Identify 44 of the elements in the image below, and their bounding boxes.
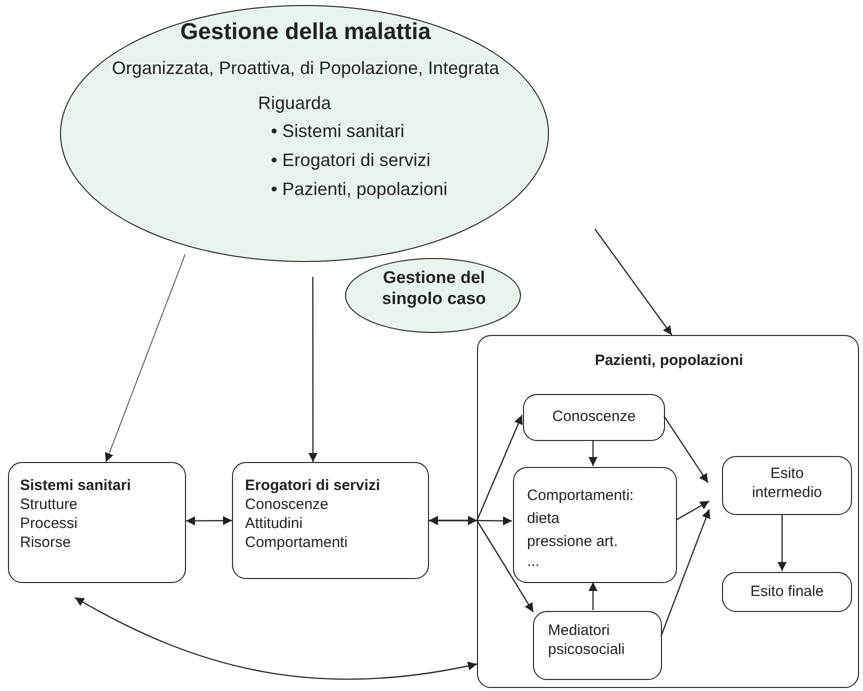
- label-text: Esito finale: [749, 583, 825, 600]
- rounded-box: [722, 572, 852, 612]
- rounded-box: [722, 456, 852, 515]
- label-text: • Erogatori di servizi: [271, 150, 432, 171]
- arrow: [594, 228, 672, 336]
- heading: Erogatori di servizi: [245, 477, 382, 494]
- arrow: [186, 516, 232, 526]
- label-text: Organizzata, Proattiva, di Popolazione, Integrata: [110, 58, 500, 79]
- arrow: [664, 416, 708, 484]
- label-text: Conoscenze: [245, 496, 330, 513]
- label-text: Attitudini: [245, 515, 304, 532]
- label-text: Strutture: [20, 496, 79, 513]
- arrow: [778, 514, 787, 571]
- arrow: [588, 440, 598, 466]
- arrow: [74, 597, 478, 680]
- label-text: Conoscenze: [551, 408, 637, 425]
- arrow: [308, 276, 318, 462]
- label-text: Comportamenti: [245, 534, 349, 551]
- arrow: [660, 509, 710, 636]
- heading: Gestione della malattia: [179, 18, 432, 45]
- label-text: Riguarda: [258, 93, 332, 114]
- label-text: pressione art.: [527, 533, 619, 550]
- label-text: Comportamenti:: [527, 487, 635, 504]
- rounded-box: [513, 467, 677, 583]
- rounded-box: [533, 611, 662, 680]
- label-text: ...: [527, 553, 541, 570]
- heading: Pazienti, popolazioni: [594, 352, 744, 369]
- label-text: Mediatori psicosociali: [548, 622, 626, 660]
- arrow: [104, 254, 186, 462]
- arrow: [429, 516, 534, 612]
- rounded-box: [523, 394, 665, 441]
- rounded-box: [232, 462, 429, 579]
- label-text: Risorse: [20, 534, 72, 551]
- label-text: • Pazienti, popolazioni: [271, 179, 448, 200]
- label-text: • Sistemi sanitari: [271, 121, 406, 142]
- heading: Gestione del singolo caso: [381, 267, 487, 310]
- label-text: dieta: [527, 510, 561, 527]
- container-box: [477, 335, 859, 688]
- arrow: [588, 582, 598, 610]
- arrow: [676, 500, 710, 521]
- label-text: Esito intermedio: [750, 465, 824, 502]
- label-text: Processi: [20, 515, 79, 532]
- rounded-box: [8, 462, 186, 583]
- heading: Sistemi sanitari: [20, 477, 132, 494]
